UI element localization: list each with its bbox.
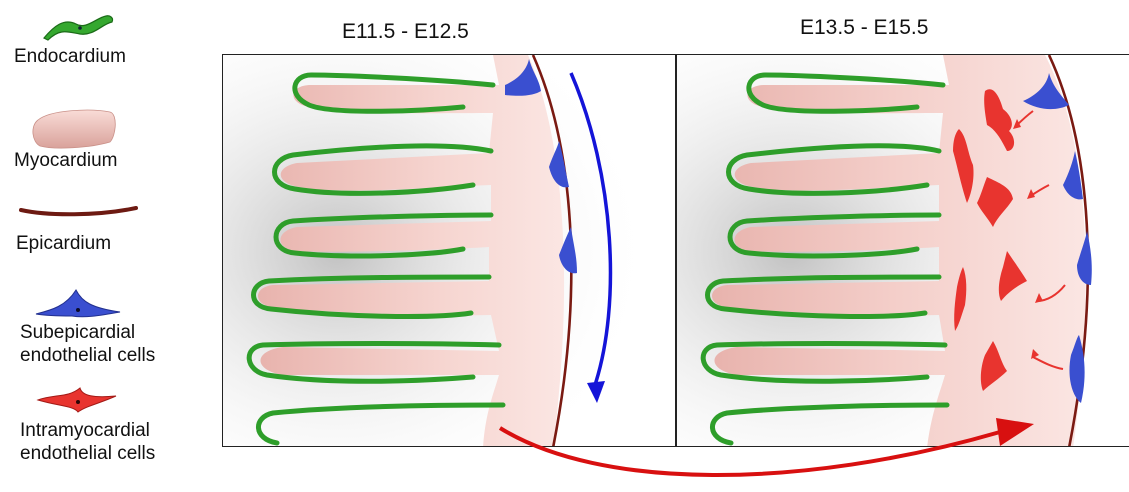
transition-arrow (0, 0, 1129, 492)
